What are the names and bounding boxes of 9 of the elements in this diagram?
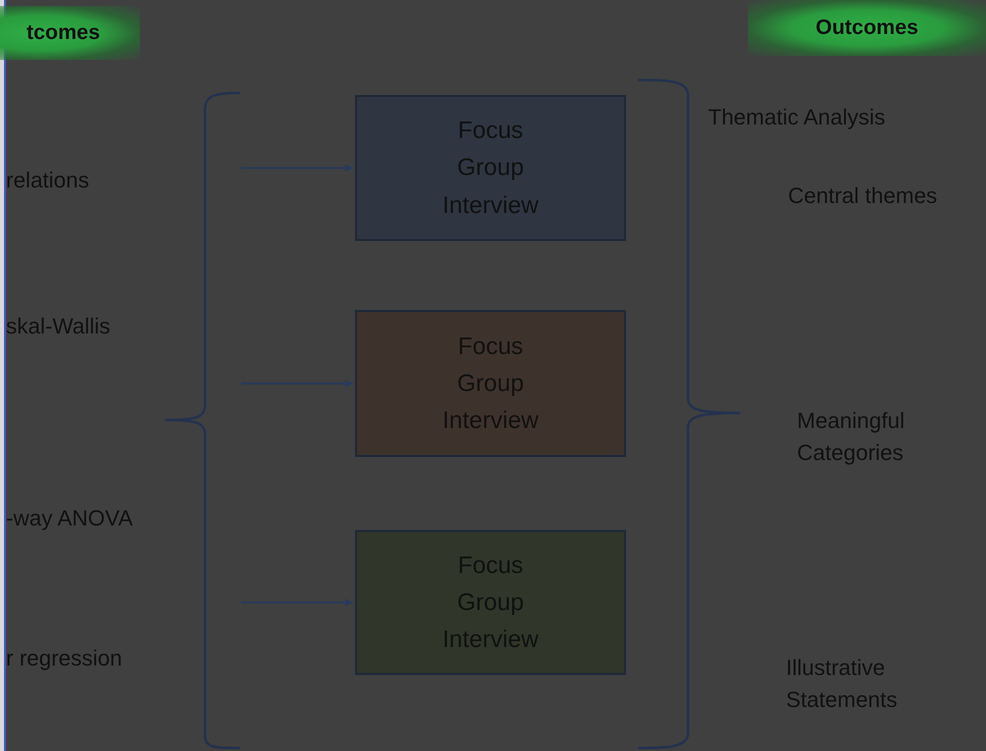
process-box — [355, 95, 626, 241]
left-curly-bracket — [164, 91, 241, 750]
arrow — [241, 380, 353, 388]
arrow — [241, 598, 353, 606]
process-box — [355, 310, 626, 457]
process-box — [355, 530, 626, 675]
heading-text: tcomes — [26, 21, 100, 45]
heading-text: Outcomes — [816, 16, 918, 40]
arrow — [241, 164, 353, 172]
